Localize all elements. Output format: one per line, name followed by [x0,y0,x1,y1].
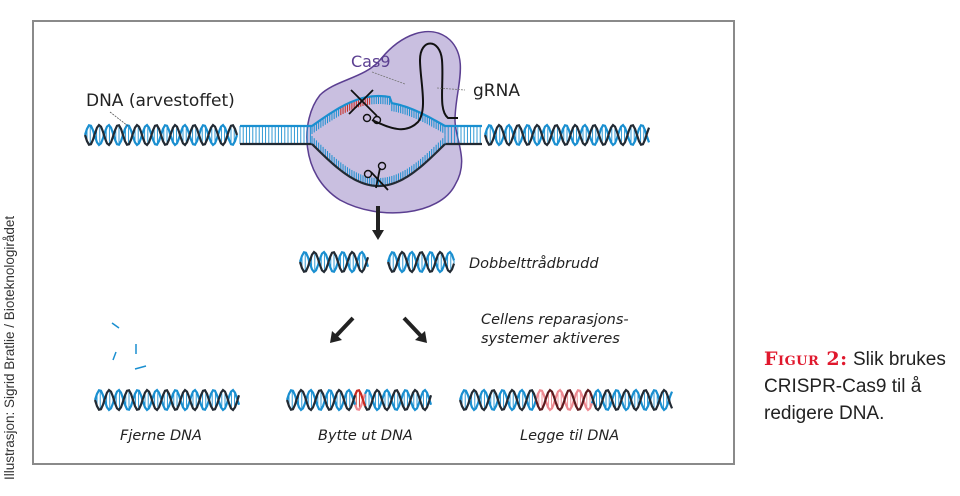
dna-leader-line [110,112,128,126]
illustration-credit: Illustrasjon: Sigrid Bratlie / Bioteknol… [2,216,17,480]
dna-result-replace [287,390,431,410]
insert-dna-label: Legge til DNA [520,428,619,444]
broken-dna-right [388,252,454,272]
repair-label-line1: Cellens reparasjons- [481,312,629,328]
dna-result-insert [460,390,672,410]
arrow-down-right-icon [404,318,427,343]
caption-label: Figur 2: [764,348,848,370]
figure-caption: Figur 2: Slik brukes CRISPR-Cas9 til å r… [764,346,954,427]
replace-dna-label: Bytte ut DNA [318,428,413,444]
remove-dna-label: Fjerne DNA [120,428,202,444]
cas9-label: Cas9 [351,52,391,71]
grna-label: gRNA [473,81,520,101]
dna-label: DNA (arvestoffet) [86,91,235,111]
dna-strand [388,252,454,272]
broken-dna-left [300,252,368,272]
removed-dna-fragments [112,323,146,369]
dna-result-remove [95,390,239,410]
dna-strand [85,125,237,145]
double-strand-break-label: Dobbelttrådbrudd [469,255,599,272]
repair-label-line2: systemer aktiveres [481,331,620,347]
arrow-down-left-icon [330,318,353,343]
dna-strand [536,390,592,410]
